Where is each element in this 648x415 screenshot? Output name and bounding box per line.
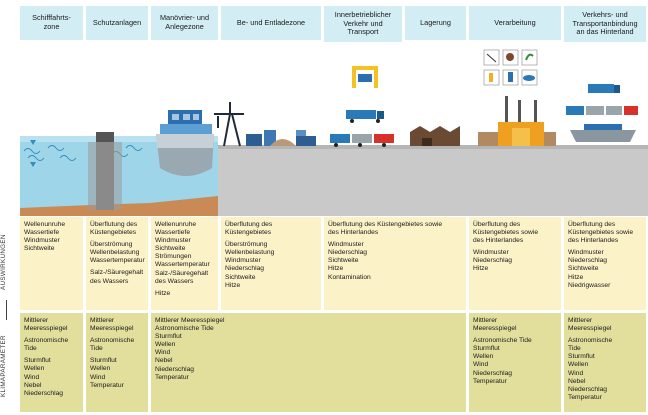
zone-header-lagerung: Lagerung — [405, 6, 466, 40]
straddle-carrier — [352, 66, 378, 88]
climate-cell-manoevrier-bis-lagerung: Mittlerer Meeresspiegel Astronomische Ti… — [151, 313, 466, 412]
breakwater — [88, 132, 122, 210]
factory — [478, 96, 556, 146]
processing-icons — [483, 49, 538, 86]
zone-header-manoevrierzone: Manövrier- und Anlegezone — [151, 6, 218, 40]
water-level-markers — [30, 140, 36, 167]
climate-text: Mittlerer Meeresspiegel — [473, 317, 517, 333]
zone-header-verarbeitung: Verarbeitung — [469, 6, 561, 40]
zone-header-be-und-entladezone: Be- und Entladezone — [221, 6, 321, 40]
impact-text: Hitze — [155, 289, 171, 297]
internal-trucks — [330, 110, 394, 147]
impact-cell-hinterland: Überflutung des Küstengebietes sowie des… — [564, 217, 646, 310]
impact-cell-verarbeitung: Überflutung des Küstengebietes sowie des… — [469, 217, 561, 310]
zone-header-schifffahrtszone: Schifffahrts- zone — [20, 6, 83, 40]
climate-text: Sturmflut Wellen Wind Nebel Niederschlag — [24, 357, 64, 397]
climate-text: Astronomische Tide Sturmflut Wellen Wind… — [568, 337, 613, 401]
port-illustration — [20, 49, 648, 216]
climate-cell-schifffahrtszone: Mittlerer Meeresspiegel Astronomische Ti… — [20, 313, 83, 412]
crane — [214, 102, 244, 147]
impact-cell-verkehr-und-lagerung: Überflutung des Küstengebietes sowie des… — [324, 217, 466, 310]
climate-text: Mittlerer Meeresspiegel — [90, 317, 134, 333]
climate-text: Mittlerer Meeresspiegel Astronomische Ti… — [155, 317, 225, 381]
impact-cell-schifffahrtszone: Wellenunruhe Wassertiefe Windmuster Sich… — [20, 217, 83, 310]
impact-text: Überflutung des Küstengebietes sowie des… — [473, 221, 539, 245]
impact-text: Überflutung des Küstengebietes sowie des… — [328, 221, 443, 237]
climate-text: Sturmflut Wellen Wind Temperatur — [90, 357, 124, 389]
impact-text: Windmuster Niederschlag Hitze — [473, 249, 513, 273]
row-separator-arrow — [6, 300, 7, 320]
impact-text: Überflutung des Küstengebietes — [90, 221, 138, 237]
quay-ground — [218, 148, 648, 216]
impact-cell-be-und-entladezone: Überflutung des Küstengebietes Überström… — [221, 217, 321, 310]
impact-text: Wellenunruhe Wassertiefe Windmuster Sich… — [155, 221, 210, 285]
impact-text: Überströmung Wellenbelastung Wassertempe… — [90, 241, 145, 265]
impact-text: Überströmung Wellenbelastung Windmuster … — [225, 241, 275, 289]
impact-text: Salz-/Säuregehalt des Wassers — [90, 269, 144, 285]
zone-header-hinterland: Verkehrs- und Transportanbindung an das … — [564, 6, 646, 42]
climate-text: Mittlerer Meeresspiegel — [24, 317, 68, 333]
impact-text: Windmuster Niederschlag Sichtweite Hitze… — [328, 241, 371, 281]
climate-cell-hinterland: Mittlerer Meeresspiegel Astronomische Ti… — [564, 313, 646, 412]
container-stacks — [246, 130, 316, 146]
zone-header-schutzanlagen: Schutzanlagen — [86, 6, 148, 40]
container-ship — [156, 110, 214, 176]
climate-cell-verarbeitung: Mittlerer Meeresspiegel Astronomische Ti… — [469, 313, 561, 412]
hinterland-transport — [566, 84, 638, 142]
climate-text: Astronomische Tide Sturmflut Wellen Wind… — [473, 337, 532, 385]
climate-cell-schutzanlagen: Mittlerer Meeresspiegel Astronomische Ti… — [86, 313, 148, 412]
warehouse — [410, 126, 460, 146]
impact-text: Überflutung des Küstengebietes sowie des… — [568, 221, 634, 245]
climate-text: Astronomische Tide — [24, 337, 69, 353]
impact-text: Überflutung des Küstengebietes — [225, 221, 273, 237]
row-label-klimaparameter: KLIMAPARAMETER — [0, 335, 7, 397]
zone-header-innerbetrieblicher-verkehr: Innerbetrieblicher Verkehr und Transport — [324, 6, 402, 42]
impact-text: Wellenunruhe Wassertiefe Windmuster Sich… — [24, 221, 66, 253]
impact-text: Windmuster Niederschlag Sichtweite Hitze… — [568, 249, 611, 289]
climate-text: Mittlerer Meeresspiegel — [568, 317, 612, 333]
climate-text: Astronomische Tide — [90, 337, 135, 353]
impact-cell-schutzanlagen: Überflutung des Küstengebietes Überström… — [86, 217, 148, 310]
row-label-auswirkungen: AUSWIRKUNGEN — [0, 234, 7, 290]
impact-cell-manoevrierzone: Wellenunruhe Wassertiefe Windmuster Sich… — [151, 217, 218, 310]
